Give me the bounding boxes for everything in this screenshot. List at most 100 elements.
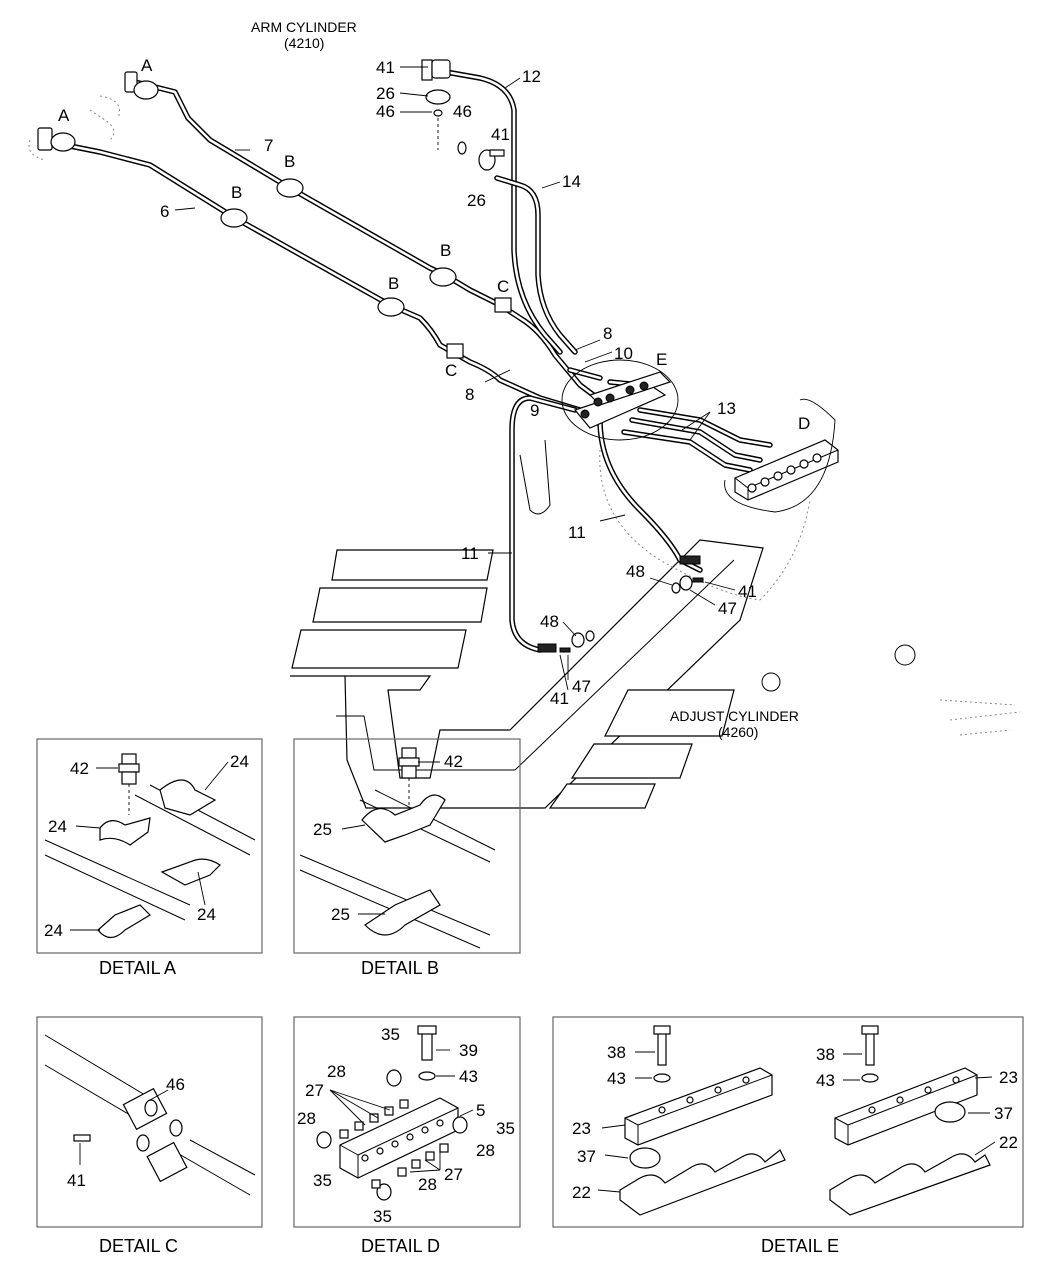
main-part-labels: 41 26 46 46 12 41 14 26 A A 7 6 B B B B …	[58, 56, 810, 708]
detail-c-frame	[36, 1016, 263, 1228]
label-41: 41	[738, 582, 757, 601]
label-a: A	[141, 56, 153, 75]
label-48: 48	[540, 612, 559, 631]
label-28: 28	[327, 1062, 346, 1081]
detail-b-labels: 42 25 25 DETAIL B	[313, 752, 463, 978]
label-46: 46	[166, 1075, 185, 1094]
pipe-6	[52, 140, 583, 413]
detail-e-drawing	[597, 1025, 996, 1216]
label-37: 37	[577, 1147, 596, 1166]
label-9: 9	[530, 401, 539, 420]
label-47: 47	[572, 677, 591, 696]
label-26: 26	[467, 191, 486, 210]
label-35: 35	[373, 1207, 392, 1226]
label-24: 24	[48, 817, 67, 836]
pipe-7	[132, 79, 603, 403]
label-28: 28	[297, 1109, 316, 1128]
detail-d-drawing	[316, 1025, 474, 1201]
label-41: 41	[491, 125, 510, 144]
label-23: 23	[572, 1119, 591, 1138]
detail-c-labels: 46 41 DETAIL C	[67, 1075, 185, 1256]
label-c: C	[497, 277, 509, 296]
label-b: B	[284, 152, 295, 171]
label-37: 37	[994, 1104, 1013, 1123]
detail-a-labels: 42 24 24 24 24 DETAIL A	[44, 752, 249, 978]
label-28: 28	[476, 1141, 495, 1160]
block-e	[561, 359, 679, 441]
label-46: 46	[376, 102, 395, 121]
hose-12	[443, 69, 563, 355]
label-25: 25	[313, 820, 332, 839]
adjust-cylinder-fittings	[537, 555, 704, 653]
label-b: B	[388, 274, 399, 293]
label-23: 23	[999, 1068, 1018, 1087]
detail-d-labels: 35 39 28 43 27 5 28 35 28 35 27 28 35 DE…	[297, 1025, 515, 1256]
label-11: 11	[461, 544, 479, 563]
detail-e-labels: 38 43 23 37 22 38 43 23 37 22 DETAIL E	[572, 1043, 1018, 1256]
label-27: 27	[305, 1081, 324, 1100]
label-42: 42	[444, 752, 463, 771]
label-24: 24	[44, 921, 63, 940]
detail-c-drawing	[44, 1034, 256, 1196]
label-26: 26	[376, 84, 395, 103]
label-d: D	[798, 414, 810, 433]
label-13: 13	[717, 399, 736, 418]
label-11: 11	[568, 523, 586, 542]
label-38: 38	[607, 1043, 626, 1062]
boom-ghost-outline	[28, 95, 1021, 809]
hose-9-11	[509, 395, 703, 653]
adjust-cylinder-title: ADJUST CYLINDER	[670, 708, 799, 724]
label-6: 6	[160, 202, 169, 221]
detail-d-frame	[293, 1016, 521, 1228]
label-8: 8	[603, 324, 612, 343]
detail-b-frame	[293, 738, 521, 954]
label-22: 22	[572, 1183, 591, 1202]
label-48: 48	[626, 562, 645, 581]
label-b: B	[440, 241, 451, 260]
block-d	[724, 398, 839, 513]
label-46: 46	[453, 102, 472, 121]
label-41: 41	[67, 1171, 86, 1190]
arm-cylinder-title: ARM CYLINDER	[251, 19, 357, 35]
label-28: 28	[418, 1175, 437, 1194]
label-39: 39	[459, 1041, 478, 1060]
label-43: 43	[816, 1071, 835, 1090]
detail-a-drawing	[44, 753, 256, 939]
detail-a-frame	[36, 738, 263, 954]
label-47: 47	[718, 599, 737, 618]
label-41: 41	[550, 689, 569, 708]
clamp-markers	[50, 80, 512, 359]
leader-lines	[174, 66, 736, 691]
label-42: 42	[70, 759, 89, 778]
detail-b-drawing	[299, 747, 496, 949]
label-7: 7	[264, 136, 273, 155]
label-14: 14	[562, 172, 581, 191]
label-e: E	[656, 350, 667, 369]
label-35: 35	[381, 1025, 400, 1044]
label-c: C	[445, 361, 457, 380]
label-22: 22	[999, 1133, 1018, 1152]
label-43: 43	[459, 1067, 478, 1086]
detail-a-caption: DETAIL A	[99, 958, 176, 978]
label-12: 12	[522, 67, 541, 86]
detail-e-frame	[552, 1016, 1024, 1228]
cylinder-titles: ARM CYLINDER (4210) ADJUST CYLINDER (426…	[251, 19, 799, 740]
detail-e-caption: DETAIL E	[761, 1236, 839, 1256]
label-35: 35	[496, 1119, 515, 1138]
label-b: B	[231, 183, 242, 202]
label-24: 24	[230, 752, 249, 771]
label-5: 5	[476, 1101, 485, 1120]
label-35: 35	[313, 1171, 332, 1190]
adjust-cylinder-number: (4260)	[718, 724, 758, 740]
label-27: 27	[444, 1165, 463, 1184]
label-10: 10	[614, 344, 633, 363]
detail-d-caption: DETAIL D	[361, 1236, 440, 1256]
detail-c-caption: DETAIL C	[99, 1236, 178, 1256]
label-8: 8	[465, 385, 474, 404]
label-43: 43	[607, 1069, 626, 1088]
pipe-end-flanges	[37, 59, 505, 171]
hose-14	[494, 175, 578, 355]
label-41: 41	[376, 58, 395, 77]
arm-cylinder-number: (4210)	[284, 35, 324, 51]
